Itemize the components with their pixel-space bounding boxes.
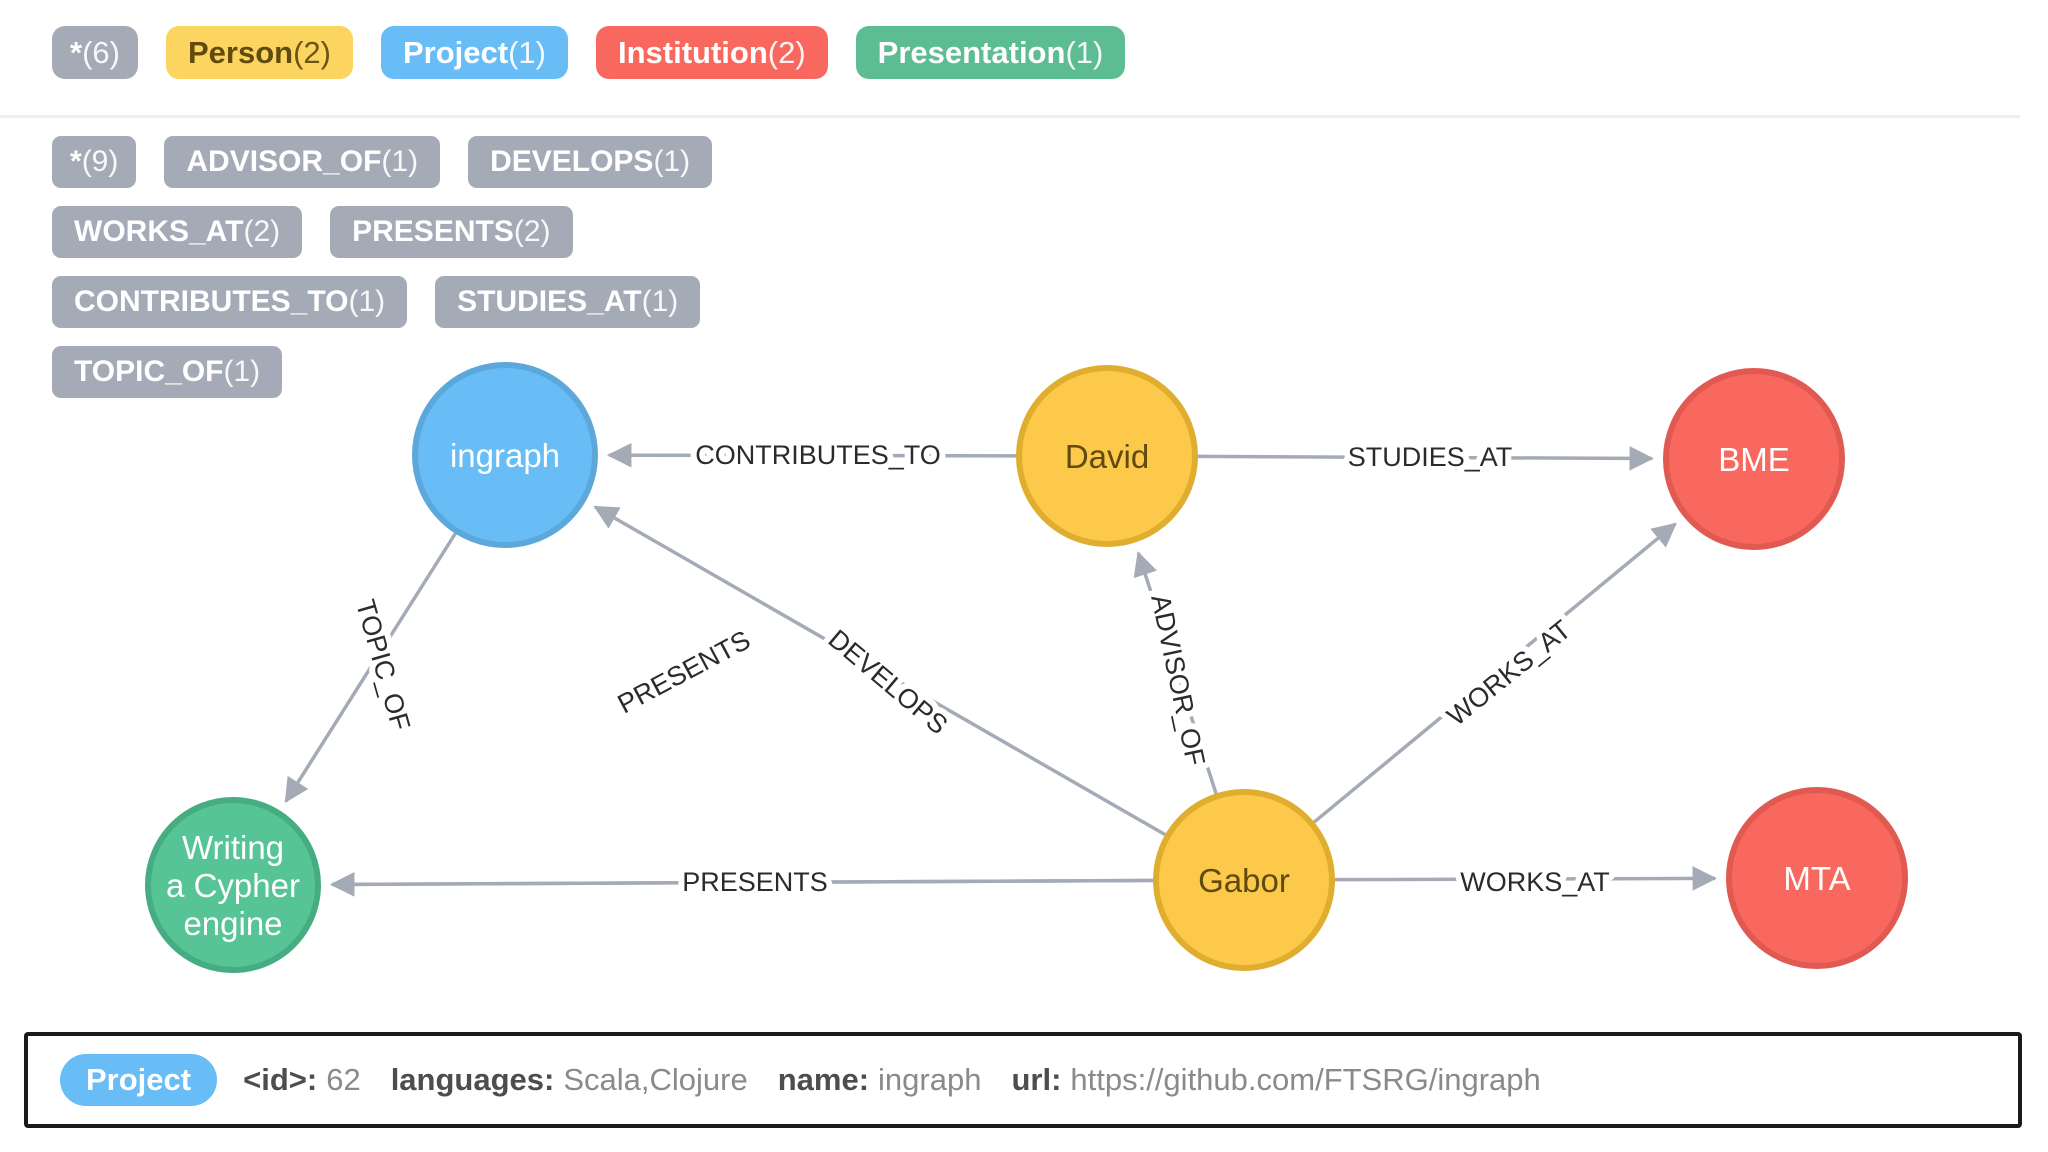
chip-count: (1) bbox=[641, 285, 679, 318]
edge-label-works-at-bme: WORKS_AT bbox=[1441, 614, 1576, 731]
rel-type-chip-works-at[interactable]: WORKS_AT(2) bbox=[52, 206, 303, 258]
node-label-chip-row: *(6)Person(2)Project(1)Institution(2)Pre… bbox=[0, 0, 2020, 118]
rel-type-chip-develops[interactable]: DEVELOPS(1) bbox=[468, 136, 713, 188]
chip-label: Project bbox=[402, 35, 509, 70]
edge-label-halo: TOPIC_OF bbox=[350, 596, 416, 734]
rel-type-chip-studies-at[interactable]: STUDIES_AT(1) bbox=[435, 276, 701, 328]
edge-label-halo: WORKS_AT bbox=[1460, 867, 1610, 897]
rel-type-chip-advisor-of[interactable]: ADVISOR_OF(1) bbox=[164, 136, 441, 188]
inspector-prop-name: name:ingraph bbox=[778, 1062, 982, 1098]
edge-label-develops: DEVELOPS bbox=[823, 624, 954, 741]
edges-layer bbox=[284, 442, 1718, 897]
property-value: https://github.com/FTSRG/ingraph bbox=[1070, 1062, 1541, 1097]
chip-label: Presentation bbox=[877, 35, 1066, 70]
node-label-chip-presentation[interactable]: Presentation(1) bbox=[855, 26, 1126, 79]
graph-node-ingraph[interactable]: ingraph bbox=[412, 362, 598, 548]
property-key: name: bbox=[777, 1062, 870, 1097]
chip-count: (1) bbox=[223, 355, 261, 388]
graph-node-mta[interactable]: MTA bbox=[1726, 787, 1908, 969]
rel-type-chip-contributes-to[interactable]: CONTRIBUTES_TO(1) bbox=[52, 276, 408, 328]
chip-count: (1) bbox=[508, 35, 546, 70]
chip-count: (1) bbox=[653, 145, 691, 178]
inspector-prop-languages: languages:Scala,Clojure bbox=[391, 1062, 748, 1098]
edge-label-halo: WORKS_AT bbox=[1441, 614, 1576, 731]
graph-edge-topic-of[interactable] bbox=[284, 531, 458, 804]
rel-type-chip-all[interactable]: *(9) bbox=[52, 136, 137, 188]
graph-edge-studies-at[interactable] bbox=[1196, 446, 1655, 471]
graph-edge-develops[interactable] bbox=[593, 505, 1167, 837]
inspector-property-list: <id>:62 languages:Scala,Clojure name:ingra… bbox=[243, 1062, 1571, 1098]
node-inspector-panel: Project <id>:62 languages:Scala,Clojure na… bbox=[24, 1032, 2022, 1128]
chip-label: PRESENTS bbox=[352, 215, 514, 248]
chip-label: WORKS_AT bbox=[74, 215, 244, 248]
chip-label: TOPIC_OF bbox=[74, 355, 224, 388]
node-label-chip-project[interactable]: Project(1) bbox=[380, 26, 568, 79]
rel-type-chip-presents[interactable]: PRESENTS(2) bbox=[330, 206, 573, 258]
chip-label: CONTRIBUTES_TO bbox=[74, 285, 349, 318]
inspector-prop-id: <id>:62 bbox=[243, 1062, 361, 1098]
edge-label-works-at-mta: WORKS_AT bbox=[1460, 867, 1610, 897]
property-value: ingraph bbox=[878, 1062, 982, 1097]
rel-type-chip-topic-of[interactable]: TOPIC_OF(1) bbox=[52, 346, 283, 398]
node-label-chip-institution[interactable]: Institution(2) bbox=[595, 26, 828, 79]
graph-node-bme[interactable]: BME bbox=[1663, 368, 1845, 550]
chip-count: (2) bbox=[243, 215, 281, 248]
chip-label: * bbox=[70, 145, 82, 178]
edge-label-halo: PRESENTS bbox=[613, 625, 756, 720]
relationship-type-chip-row: *(9)ADVISOR_OF(1)DEVELOPS(1)WORKS_AT(2)P… bbox=[0, 118, 880, 416]
chip-count: (1) bbox=[1065, 35, 1104, 70]
node-circle-gabor[interactable] bbox=[1153, 789, 1335, 971]
chip-label: Person bbox=[187, 35, 294, 70]
chip-count: (2) bbox=[767, 35, 806, 70]
node-circle-presentation[interactable] bbox=[145, 797, 321, 973]
chip-label: ADVISOR_OF bbox=[186, 145, 382, 178]
graph-legend: *(6)Person(2)Project(1)Institution(2)Pre… bbox=[0, 0, 2048, 416]
property-key: url: bbox=[1011, 1062, 1062, 1097]
node-label-chip-person[interactable]: Person(2) bbox=[165, 26, 353, 79]
chip-count: (9) bbox=[81, 145, 119, 178]
node-circle-bme[interactable] bbox=[1663, 368, 1845, 550]
graph-edge-contributes-to[interactable] bbox=[606, 442, 1018, 468]
node-circle-mta[interactable] bbox=[1726, 787, 1908, 969]
graph-node-gabor[interactable]: Gabor bbox=[1153, 789, 1335, 971]
chip-label: * bbox=[70, 35, 83, 70]
chip-label: Institution bbox=[617, 35, 768, 70]
chip-label: DEVELOPS bbox=[490, 145, 654, 178]
property-key: <id>: bbox=[243, 1062, 318, 1097]
property-value: 62 bbox=[326, 1062, 361, 1097]
edge-label-topic-of: TOPIC_OF bbox=[350, 596, 416, 734]
inspector-prop-url: url:https://github.com/FTSRG/ingraph bbox=[1011, 1062, 1540, 1098]
chip-count: (2) bbox=[513, 215, 551, 248]
graph-edge-works-at-mta[interactable] bbox=[1333, 866, 1718, 891]
chip-label: STUDIES_AT bbox=[457, 285, 642, 318]
node-label-chip-all[interactable]: *(6) bbox=[52, 26, 138, 79]
chip-count: (6) bbox=[82, 35, 120, 70]
graph-edge-works-at-bme[interactable] bbox=[1312, 522, 1677, 825]
property-value: Scala,Clojure bbox=[563, 1062, 748, 1097]
edge-label-presents-upper: PRESENTS bbox=[613, 625, 756, 720]
property-key: languages: bbox=[390, 1062, 555, 1097]
node-circle-ingraph[interactable] bbox=[412, 362, 598, 548]
chip-count: (1) bbox=[381, 145, 419, 178]
graph-node-david[interactable]: David bbox=[1016, 365, 1198, 547]
chip-count: (1) bbox=[348, 285, 386, 318]
graph-edge-advisor-of[interactable] bbox=[1133, 551, 1218, 795]
inspector-label-chip[interactable]: Project bbox=[60, 1054, 218, 1106]
chip-count: (2) bbox=[293, 35, 331, 70]
node-circle-david[interactable] bbox=[1016, 365, 1198, 547]
graph-edge-presents-lower[interactable] bbox=[329, 872, 1155, 897]
edge-label-halo: DEVELOPS bbox=[823, 624, 954, 741]
